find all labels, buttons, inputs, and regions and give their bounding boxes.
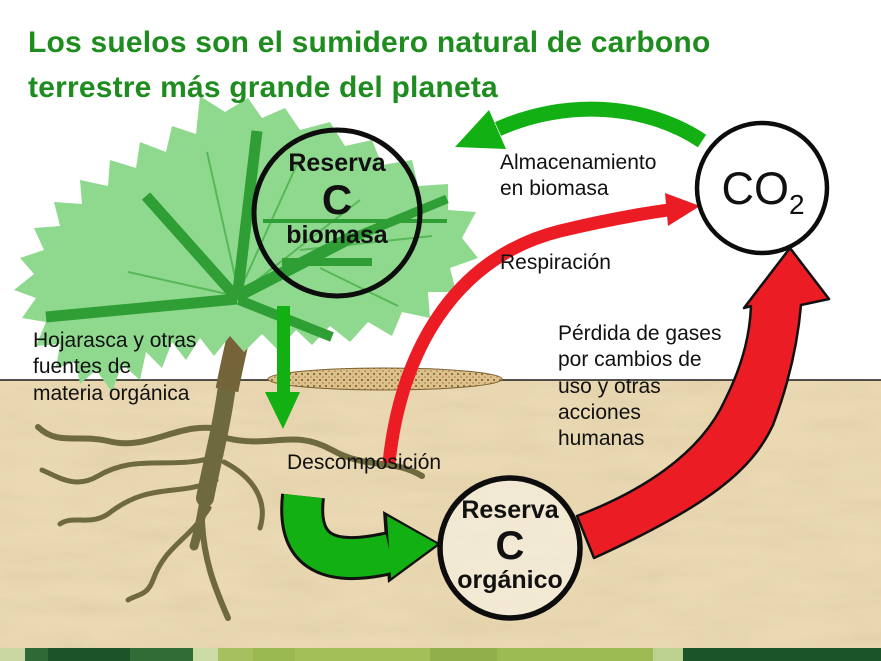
footer-bar-segment (253, 648, 295, 661)
footer-bar-segment (218, 648, 253, 661)
tree-roots (35, 377, 425, 621)
footer-bar-segment (653, 648, 683, 661)
footer-bar-segment (25, 648, 48, 661)
tree-branches (45, 130, 449, 342)
footer-bar (0, 648, 881, 661)
footer-bar-segment (130, 648, 193, 661)
footer-bar-segment (430, 648, 497, 661)
label-respiration: Respiración (500, 251, 611, 274)
label-gas-loss: Pérdida de gases por cambios de uso y ot… (558, 322, 722, 450)
organic-reserve-label: Reserva C orgánico (457, 496, 563, 594)
biomass-reserve-line1: Reserva (288, 149, 386, 177)
slide-title: Los suelos son el sumidero natural de ca… (28, 26, 711, 104)
co2-subscript: 2 (788, 189, 805, 220)
litterfall-arrow (265, 306, 300, 429)
soil-litter-ellipse (267, 367, 503, 391)
label-decomposition: Descomposición (287, 451, 442, 474)
organic-reserve-line1: Reserva (461, 496, 559, 524)
biomass-reserve-line3: biomasa (286, 220, 388, 249)
co2-circle (694, 120, 830, 256)
footer-bar-segment (48, 648, 130, 661)
respiration-arrow (382, 193, 700, 464)
footer-bar-segment (0, 648, 25, 661)
biomass-reserve-label: Reserva C biomasa (286, 149, 388, 249)
footer-bar-segment (497, 648, 653, 661)
biomass-reserve-circle (251, 127, 423, 299)
gas-loss-arrow (575, 246, 831, 560)
label-storage-in-biomass: Almacenamiento en biomasa (500, 151, 657, 201)
footer-bar-segment (295, 648, 430, 661)
organic-reserve-circle (437, 475, 583, 621)
label-litterfall: Hojarasca y otras fuentes de materia org… (33, 329, 197, 405)
organic-reserve-line3: orgánico (457, 565, 563, 594)
biomass-reserve-line2: C (321, 175, 353, 223)
decomposition-arrow (280, 493, 441, 583)
organic-reserve-line2: C (495, 523, 525, 568)
storage-in-biomass-arrow (455, 101, 707, 149)
footer-bar-segment (193, 648, 218, 661)
co2-main: CO (721, 163, 789, 214)
co2-label: CO2 (721, 163, 804, 220)
footer-bar-segment (683, 648, 881, 661)
